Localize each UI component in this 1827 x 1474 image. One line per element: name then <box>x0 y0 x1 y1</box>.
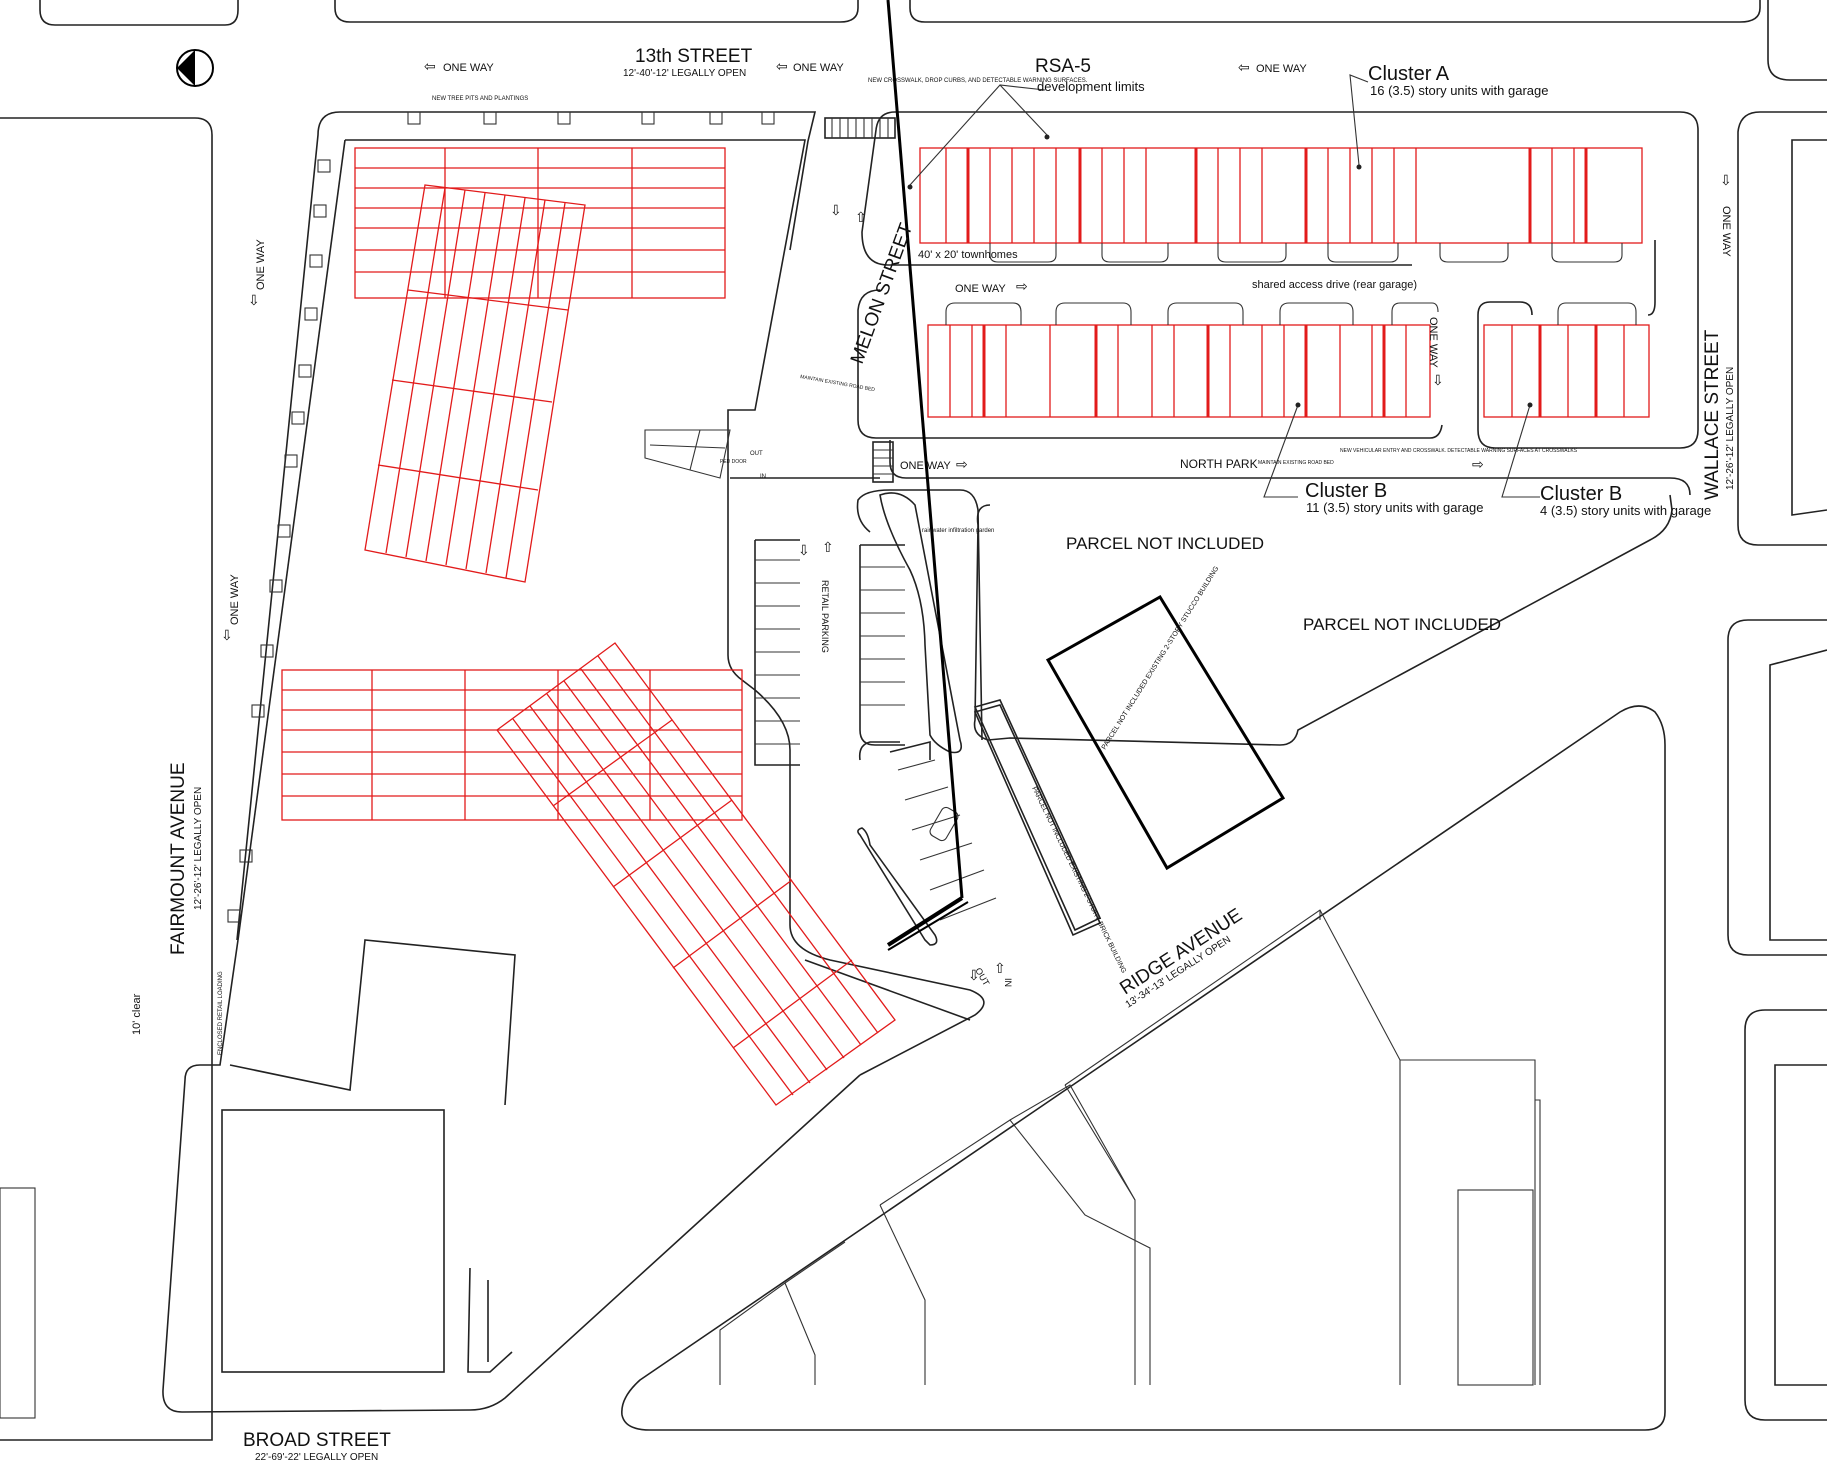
rsa5-subtitle: development limits <box>1037 79 1145 94</box>
footprint-lower-left <box>281 669 743 821</box>
in-label: IN <box>1003 978 1013 987</box>
cluster-a-subtitle: 16 (3.5) story units with garage <box>1370 83 1548 98</box>
cluster-b1-subtitle: 11 (3.5) story units with garage <box>1306 500 1484 515</box>
curb-line <box>886 0 964 899</box>
cluster-b1-title: Cluster B <box>1305 480 1387 502</box>
parcel-not-included-label: PARCEL NOT INCLUDED <box>1066 534 1264 553</box>
svg-text:⇩: ⇩ <box>248 292 260 308</box>
wallace-street-name: WALLACE STREET <box>1702 329 1723 500</box>
parcels-not-included <box>621 494 1673 1431</box>
parcel-brick-label: PARCEL NOT INCLUDED EXISTING 2-STORY BRI… <box>1030 786 1127 975</box>
one-way-label: ONE WAY <box>1720 206 1732 257</box>
svg-text:⇦: ⇦ <box>776 58 788 74</box>
fairmount-avenue-name: FAIRMOUNT AVENUE <box>168 763 189 956</box>
maintain-road-note: MAINTAIN EXISTING ROAD BED <box>800 374 876 393</box>
footprint-rotated-lower <box>496 642 896 1106</box>
rsa5-title: RSA-5 <box>1035 56 1091 77</box>
retail-parking <box>644 0 1102 951</box>
one-way-label: ONE WAY <box>1427 317 1439 368</box>
one-way-label: ONE WAY <box>1256 63 1307 75</box>
footprint-top-left <box>354 147 726 299</box>
parcel-not-included-label: PARCEL NOT INCLUDED <box>1303 615 1501 634</box>
melon-street-name: MELON STREET <box>847 220 917 366</box>
svg-text:⇧: ⇧ <box>994 960 1006 976</box>
svg-text:⇦: ⇦ <box>424 58 436 74</box>
one-way-label: ONE WAY <box>793 62 844 74</box>
svg-text:⇦: ⇦ <box>1238 59 1250 75</box>
ped-door-label: PED DOOR <box>720 459 747 465</box>
thirteenth-street-name: 13th STREET <box>635 46 753 67</box>
one-way-label: ONE WAY <box>900 460 951 472</box>
tree-pits-note: NEW TREE PITS AND PLANTINGS <box>432 96 528 102</box>
crosswalks <box>824 117 896 483</box>
tree-pits <box>227 111 775 923</box>
new-entry-note: NEW VEHICULAR ENTRY AND CROSSWALK. DETEC… <box>1340 448 1578 454</box>
townhomes-label: 40' x 20' townhomes <box>918 249 1018 261</box>
rsa5-site <box>730 111 1699 496</box>
block-outlines <box>0 0 1827 1441</box>
one-way-arrow-icon: ⇦ ⇦ ⇦ ⇩ ⇩ ⇩ ⇧ ⇨ ⇨ ⇩ ⇨ ⇩ ⇧ ⇩ ⇧ ⇩ <box>221 58 1732 983</box>
ridge-avenue-name: RIDGE AVENUE <box>1116 905 1246 999</box>
leader-lines <box>907 74 1540 498</box>
north-arrow-icon <box>176 49 214 87</box>
one-way-label: ONE WAY <box>955 283 1006 295</box>
wallace-street-width: 12'-26'-12' LEGALLY OPEN <box>1725 367 1736 490</box>
enclosed-loading-label: ENCLOSED RETAIL LOADING <box>218 971 224 1055</box>
ten-clear-label: 10' clear <box>131 993 143 1035</box>
svg-text:⇨: ⇨ <box>1016 278 1028 294</box>
cluster-b2-title: Cluster B <box>1540 483 1622 505</box>
broad-street-width: 22'-69'-22' LEGALLY OPEN <box>255 1452 378 1463</box>
shared-drive-label: shared access drive (rear garage) <box>1252 279 1417 291</box>
one-way-label: ONE WAY <box>255 239 267 290</box>
maintain-road-note: MAINTAIN EXISTING ROAD BED <box>1258 460 1334 466</box>
svg-text:⇩: ⇩ <box>798 542 810 558</box>
svg-text:⇧: ⇧ <box>855 209 867 225</box>
svg-text:⇧: ⇧ <box>822 539 834 555</box>
thirteenth-street-width: 12'-40'-12' LEGALLY OPEN <box>623 68 746 79</box>
svg-text:⇨: ⇨ <box>1472 456 1484 472</box>
proposed-footprints <box>281 147 1650 1106</box>
one-way-label: ONE WAY <box>229 574 241 625</box>
cluster-a-footprint <box>919 147 1643 244</box>
one-way-label: ONE WAY <box>443 62 494 74</box>
svg-text:⇩: ⇩ <box>1720 172 1732 188</box>
cluster-a-title: Cluster A <box>1368 63 1450 85</box>
cluster-b2-subtitle: 4 (3.5) story units with garage <box>1540 503 1711 518</box>
parcel-building-label: PARCEL NOT INCLUDED EXISTING 2-STORY STU… <box>1101 565 1221 751</box>
broad-street-name: BROAD STREET <box>243 1430 391 1451</box>
in-label: IN <box>760 474 766 480</box>
fairmount-avenue-width: 12'-26'-12' LEGALLY OPEN <box>193 787 204 910</box>
crosswalk-note: NEW CROSSWALK, DROP CURBS, AND DETECTABL… <box>868 78 1088 84</box>
footprint-rotated-upper <box>364 184 586 583</box>
cluster-b1-footprint <box>927 324 1431 418</box>
svg-text:⇩: ⇩ <box>830 202 842 218</box>
svg-text:⇩: ⇩ <box>221 627 233 643</box>
main-site <box>162 139 985 1413</box>
out-label: OUT <box>750 451 763 457</box>
retail-parking-label: RETAIL PARKING <box>820 580 830 653</box>
north-park-label: NORTH PARK <box>1180 457 1258 471</box>
cluster-b2-footprint <box>1483 324 1650 418</box>
svg-text:⇨: ⇨ <box>956 456 968 472</box>
svg-text:⇩: ⇩ <box>1432 372 1444 388</box>
rain-garden-label: rainwater infiltration garden <box>922 528 994 534</box>
svg-text:⇩: ⇩ <box>968 967 980 983</box>
